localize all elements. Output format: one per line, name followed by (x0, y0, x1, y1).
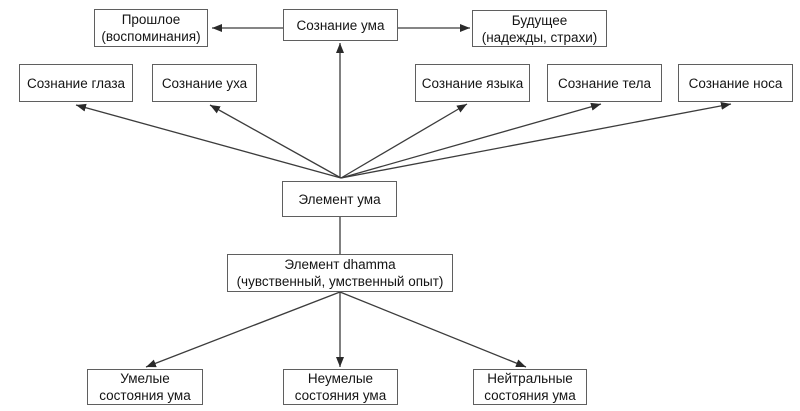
node-mind-element: Элемент ума (282, 181, 397, 217)
node-future-sublabel: (надежды, страхи) (481, 29, 598, 45)
node-neutral-states-sublabel: состояния ума (484, 388, 576, 403)
node-body-consciousness: Сознание тела (547, 64, 662, 102)
node-dhamma-element: Элемент dhamma (чувственный, умственный … (227, 254, 453, 292)
node-ear-consciousness-label: Сознание уха (161, 75, 248, 91)
node-unskillful-states: Неумелые состояния ума (283, 369, 398, 405)
node-future: Будущее (надежды, страхи) (472, 10, 607, 47)
node-nose-consciousness-label: Сознание носа (688, 75, 783, 91)
node-future-label: Будущее (511, 12, 568, 28)
node-dhamma-element-label: Элемент dhamma (284, 257, 396, 272)
node-neutral-states: Нейтральные состояния ума (473, 369, 587, 405)
node-mind-element-label: Элемент ума (298, 191, 381, 207)
node-past-label: Прошлое (121, 12, 181, 27)
edge-dhamma-to-skillful (145, 291, 341, 368)
node-mind-consciousness: Сознание ума (283, 9, 398, 41)
edge-dhamma-to-neutral (339, 291, 527, 368)
edge-mindelement-to-tongue (340, 103, 468, 179)
node-skillful-states-sublabel: состояния ума (99, 388, 191, 403)
edge-mindelement-to-nose (340, 101, 732, 179)
edge-mindelement-to-ear (209, 104, 342, 179)
node-mind-consciousness-label: Сознание ума (296, 17, 385, 33)
node-skillful-states-label: Умелые (120, 371, 170, 386)
node-neutral-states-label: Нейтральные (487, 371, 573, 386)
node-eye-consciousness-label: Сознание глаза (26, 75, 126, 91)
node-past-sublabel: (воспоминания) (101, 29, 201, 44)
node-tongue-consciousness-label: Сознание языка (421, 75, 524, 91)
node-tongue-consciousness: Сознание языка (415, 64, 530, 102)
node-body-consciousness-label: Сознание тела (558, 75, 651, 91)
node-eye-consciousness: Сознание глаза (19, 64, 133, 102)
node-skillful-states: Умелые состояния ума (87, 369, 203, 405)
edge-mindelement-to-eye (75, 103, 342, 179)
edge-mindelement-to-body (340, 102, 602, 179)
node-dhamma-element-sublabel: (чувственный, умственный опыт) (236, 274, 444, 289)
node-nose-consciousness: Сознание носа (678, 64, 793, 102)
node-unskillful-states-sublabel: состояния ума (294, 388, 387, 403)
node-past: Прошлое (воспоминания) (94, 9, 208, 47)
node-unskillful-states-label: Неумелые (307, 371, 374, 386)
node-ear-consciousness: Сознание уха (152, 64, 257, 102)
